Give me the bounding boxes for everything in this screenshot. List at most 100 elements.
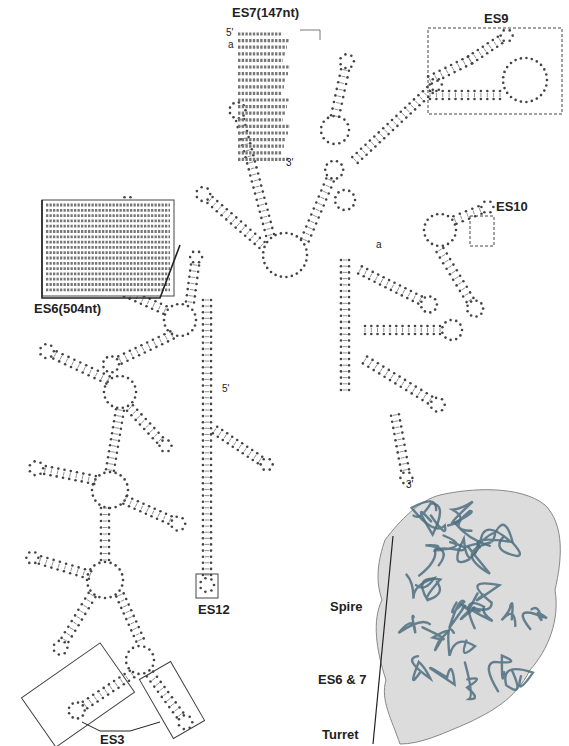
base-pair xyxy=(402,382,404,385)
nucleotide xyxy=(182,303,185,306)
sequence-line xyxy=(238,39,289,42)
nucleotide xyxy=(439,256,442,259)
nucleotide xyxy=(514,59,517,62)
nucleotide xyxy=(202,568,205,571)
nucleotide xyxy=(449,258,452,261)
nucleotide xyxy=(193,301,196,304)
base-pair xyxy=(247,231,250,234)
nucleotide xyxy=(455,338,458,341)
nucleotide xyxy=(227,442,230,445)
nucleotide xyxy=(459,68,462,71)
rna-tube xyxy=(430,668,454,685)
base-pair xyxy=(205,348,209,349)
nucleotide xyxy=(136,409,139,412)
sequence-line xyxy=(46,257,170,260)
nucleotide xyxy=(426,325,429,328)
nucleotide xyxy=(143,672,146,675)
nucleotide xyxy=(409,382,412,385)
nucleotide xyxy=(307,240,310,243)
nucleotide xyxy=(155,346,158,349)
nucleotide xyxy=(122,592,125,595)
nucleotide xyxy=(454,98,457,101)
nucleotide xyxy=(394,382,397,385)
region-label: ES6(504nt) xyxy=(34,302,101,315)
base-pair xyxy=(84,605,88,607)
base-pair xyxy=(205,428,209,429)
sequence-line xyxy=(46,278,170,281)
base-pair xyxy=(391,375,393,378)
nucleotide xyxy=(202,403,205,406)
nucleotide xyxy=(244,224,247,227)
nucleotide xyxy=(439,325,442,328)
base-pair xyxy=(87,600,90,602)
nucleotide xyxy=(198,261,201,264)
nucleotide xyxy=(118,601,121,604)
nucleotide xyxy=(125,495,128,498)
nucleotide xyxy=(390,414,393,417)
base-pair xyxy=(448,266,451,268)
nucleotide xyxy=(348,383,351,386)
nucleotide xyxy=(192,261,195,264)
nucleotide xyxy=(186,294,189,297)
nucleotide xyxy=(371,271,374,274)
nucleotide xyxy=(121,584,124,587)
base-pair xyxy=(394,420,398,422)
nucleotide xyxy=(58,640,61,643)
sequence-line xyxy=(238,118,283,121)
nucleotide xyxy=(545,73,548,76)
sequence-line xyxy=(46,219,170,222)
nucleotide xyxy=(210,488,213,491)
base-pair xyxy=(191,283,195,285)
nucleotide xyxy=(134,419,137,422)
nucleotide xyxy=(202,519,205,522)
base-pair xyxy=(454,218,455,222)
nucleotide xyxy=(171,519,174,522)
nucleotide xyxy=(167,439,170,442)
nucleotide xyxy=(84,597,87,600)
nucleotide xyxy=(202,433,205,436)
nucleotide xyxy=(175,516,178,519)
sequence-line xyxy=(46,246,170,249)
base-pair xyxy=(474,93,475,97)
nucleotide xyxy=(347,123,350,126)
nucleotide xyxy=(347,134,350,137)
nucleotide xyxy=(399,463,402,466)
region-label: ES6 & 7 xyxy=(318,673,366,686)
nucleotide xyxy=(175,529,178,532)
nucleotide xyxy=(68,478,71,481)
nucleotide xyxy=(126,494,129,497)
nucleotide xyxy=(115,457,118,460)
nucleotide xyxy=(118,676,121,679)
base-pair xyxy=(251,168,255,169)
base-pair xyxy=(135,503,137,507)
nucleotide xyxy=(128,680,131,683)
nucleotide xyxy=(149,422,152,425)
nucleotide xyxy=(352,193,355,196)
nucleotide xyxy=(194,324,197,327)
nucleotide xyxy=(430,400,433,403)
nucleotide xyxy=(210,458,213,461)
base-pair xyxy=(205,446,209,447)
base-pair xyxy=(392,285,394,289)
nucleotide xyxy=(395,445,398,448)
nucleotide xyxy=(82,704,85,707)
nucleotide xyxy=(432,78,435,81)
base-pair xyxy=(146,425,149,428)
nucleotide xyxy=(210,427,213,430)
base-pair xyxy=(333,115,337,117)
nucleotide xyxy=(174,701,177,704)
nucleotide xyxy=(336,88,339,91)
sequence-line xyxy=(238,138,286,141)
nucleotide xyxy=(183,714,186,717)
nucleotide xyxy=(413,98,416,101)
nucleotide xyxy=(268,468,271,471)
base-pair xyxy=(467,213,468,217)
nucleotide xyxy=(131,380,134,383)
nucleotide xyxy=(127,377,130,380)
nucleotide xyxy=(340,68,343,71)
nucleotide xyxy=(426,239,429,242)
region-label: a xyxy=(228,40,234,50)
nucleotide xyxy=(492,206,495,209)
base-pair xyxy=(63,639,66,641)
base-pair xyxy=(407,109,410,112)
